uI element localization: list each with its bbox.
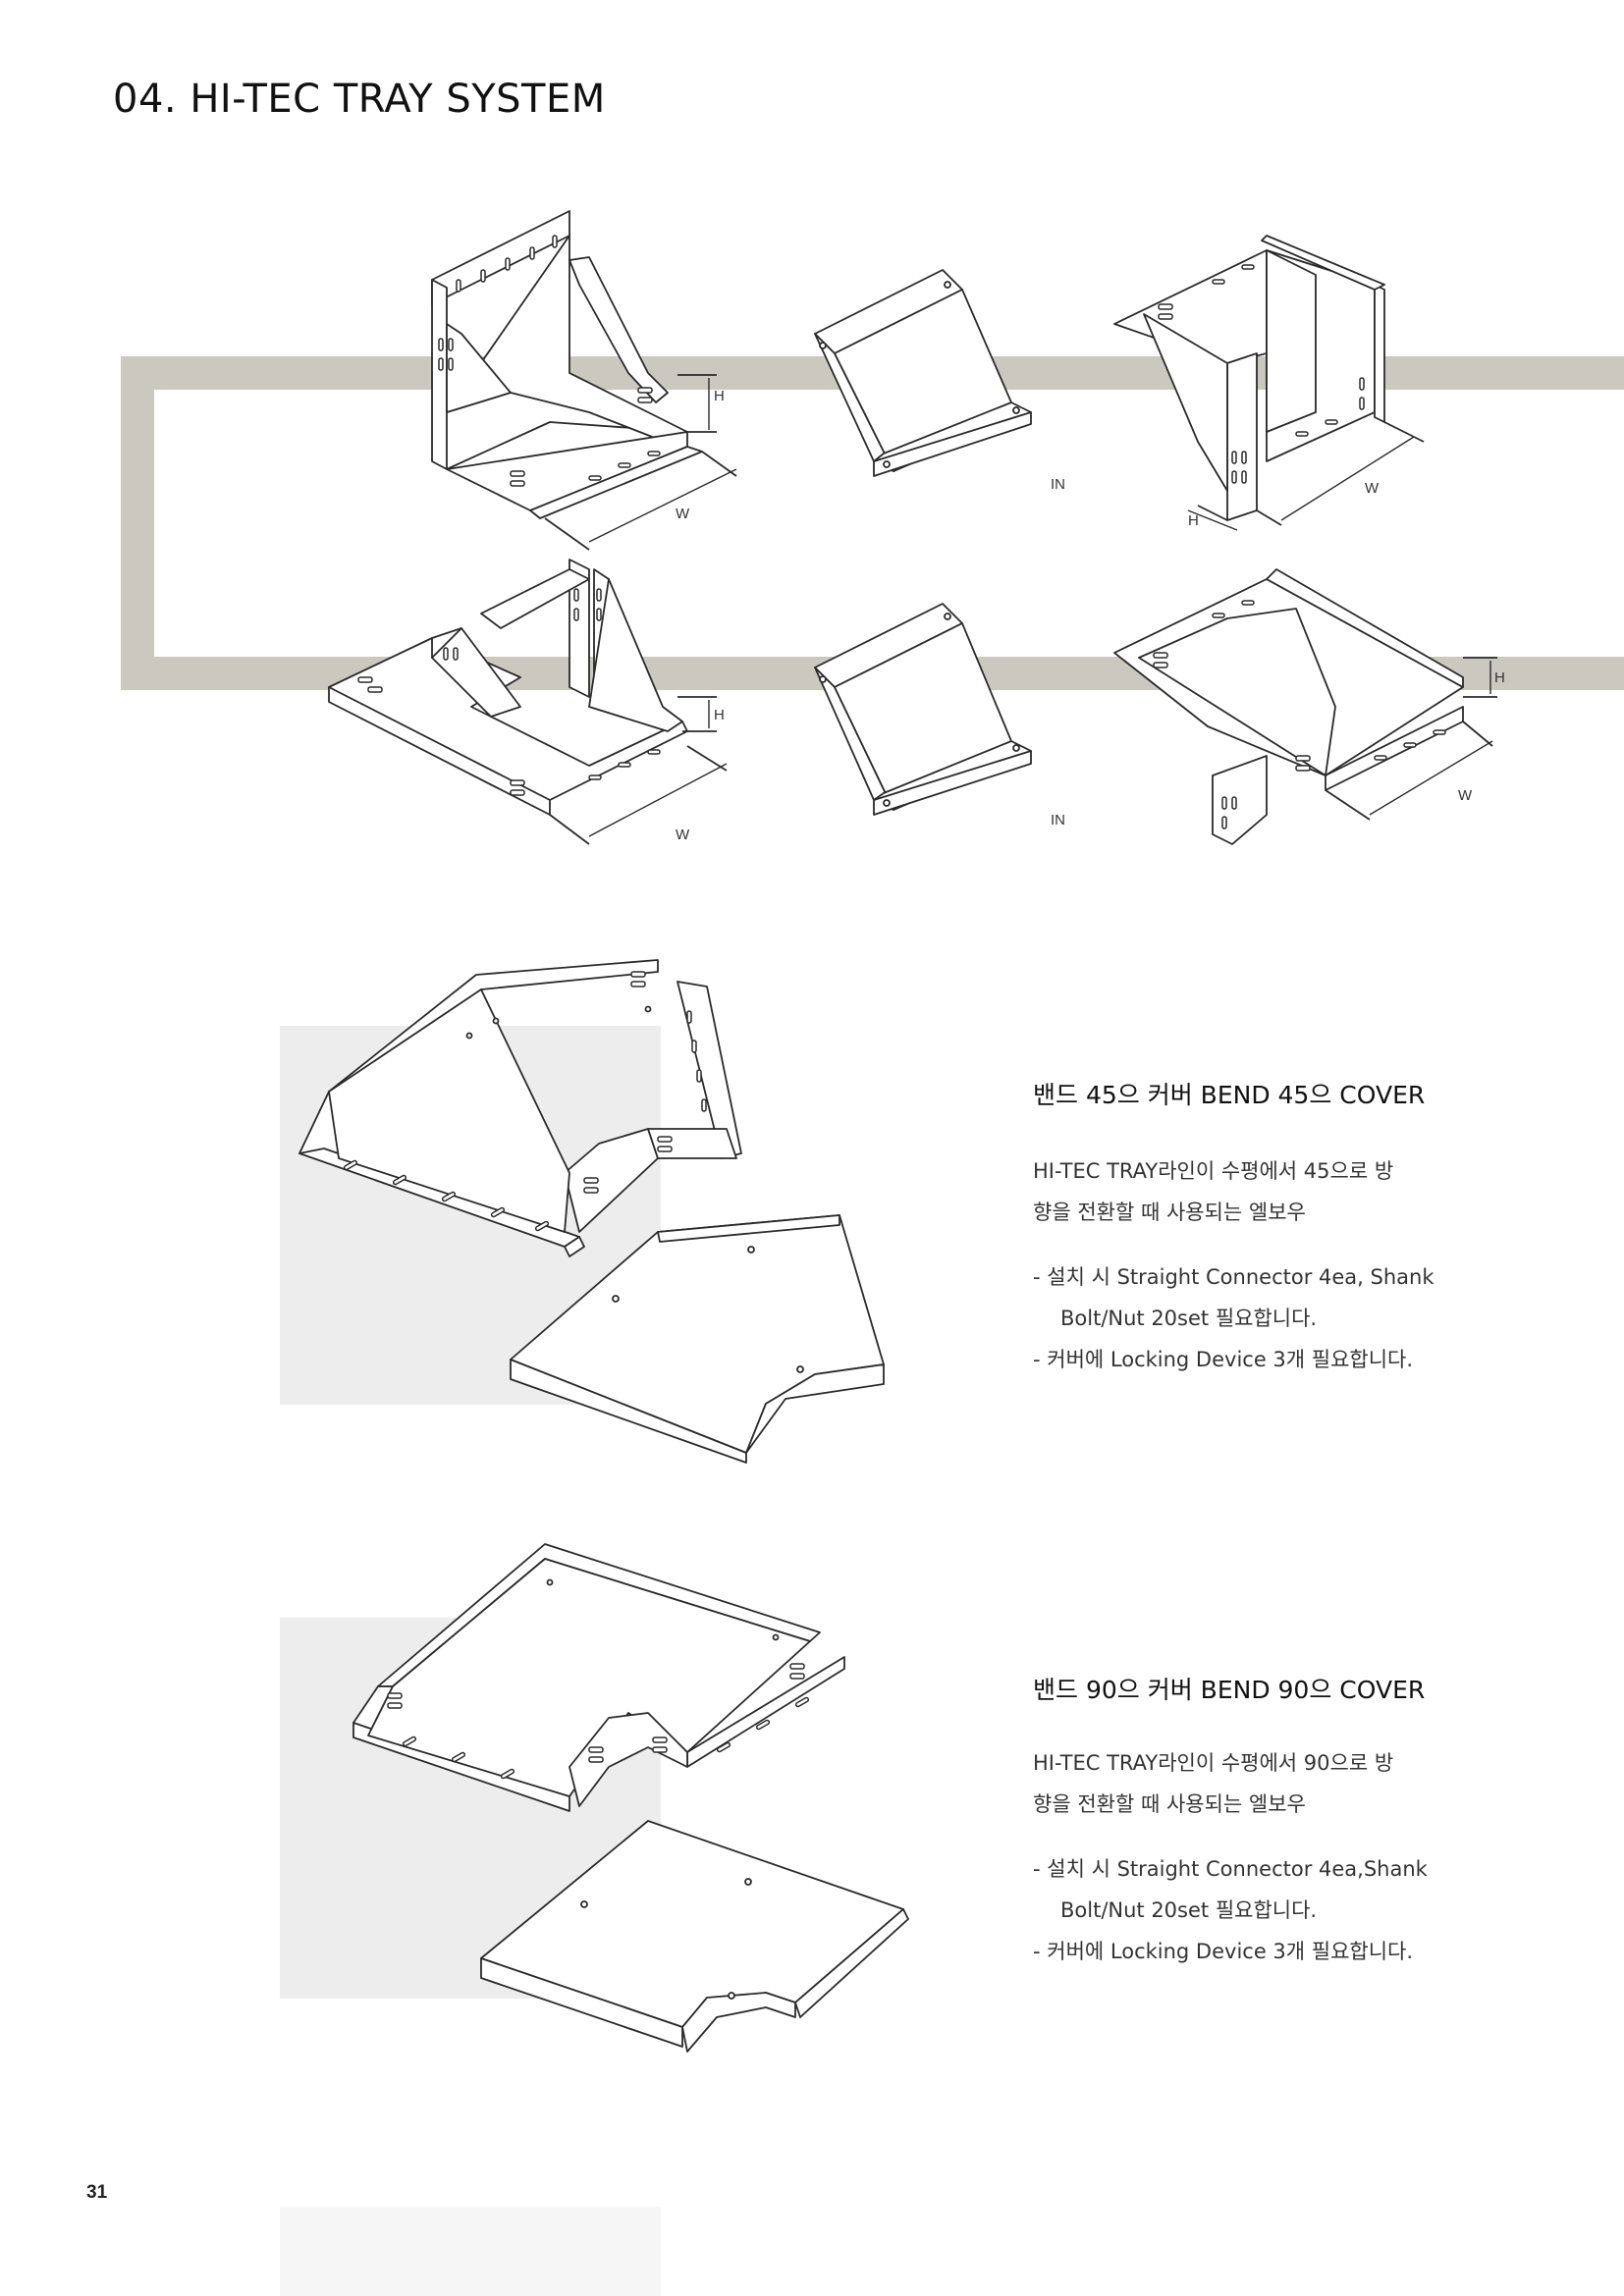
horizontal-tee-diagram <box>328 559 728 845</box>
bend90-cover <box>480 1820 909 2053</box>
inside-cover-top <box>814 269 1032 477</box>
bend45-tray <box>298 959 742 1257</box>
bend90-note-1: - 설치 시 Straight Connector 4ea,Shank Bolt… <box>1033 1857 1428 1922</box>
bend90-tray <box>352 1543 845 1812</box>
label-in-1: IN <box>1051 476 1065 493</box>
label-w-2: W <box>1365 480 1380 497</box>
bend45-notes: - 설치 시 Straight Connector 4ea, Shank Bol… <box>1033 1256 1434 1380</box>
label-w-3: W <box>676 827 690 843</box>
bend90-heading: 밴드 90으 커버 BEND 90으 COVER <box>1033 1676 1426 1704</box>
bend90-note-2: - 커버에 Locking Device 3개 필요합니다. <box>1033 1940 1414 1963</box>
vertical-outside-bend-diagram <box>1113 235 1425 531</box>
bend45-note-2: - 커버에 Locking Device 3개 필요합니다. <box>1033 1348 1414 1371</box>
label-in-2: IN <box>1051 812 1065 828</box>
bottom-shade <box>280 2207 661 2296</box>
label-h-2: H <box>1188 512 1199 529</box>
page-number: 31 <box>86 2182 108 2203</box>
vertical-tee-diagram <box>1113 568 1497 845</box>
label-w-4: W <box>1458 787 1473 804</box>
label-h-3: H <box>714 707 725 723</box>
bend45-note-1: - 설치 시 Straight Connector 4ea, Shank Bol… <box>1033 1265 1435 1330</box>
bend90-notes: - 설치 시 Straight Connector 4ea,Shank Bolt… <box>1033 1848 1428 1972</box>
bend45-description: HI-TEC TRAY라인이 수평에서 45으로 방 향을 전환할 때 사용되는… <box>1033 1159 1394 1224</box>
bend90-description: HI-TEC TRAY라인이 수평에서 90으로 방 향을 전환할 때 사용되는… <box>1033 1751 1394 1816</box>
inside-cover-bottom <box>814 603 1032 816</box>
vertical-inside-bend-diagram <box>431 210 737 551</box>
bend45-cover <box>510 1214 885 1464</box>
bend45-heading: 밴드 45으 커버 BEND 45으 COVER <box>1033 1081 1426 1109</box>
label-h-4: H <box>1494 669 1505 686</box>
page-title: 04. HI-TEC TRAY SYSTEM <box>113 77 606 122</box>
label-w-1: W <box>676 506 690 522</box>
label-h-1: H <box>714 388 725 404</box>
